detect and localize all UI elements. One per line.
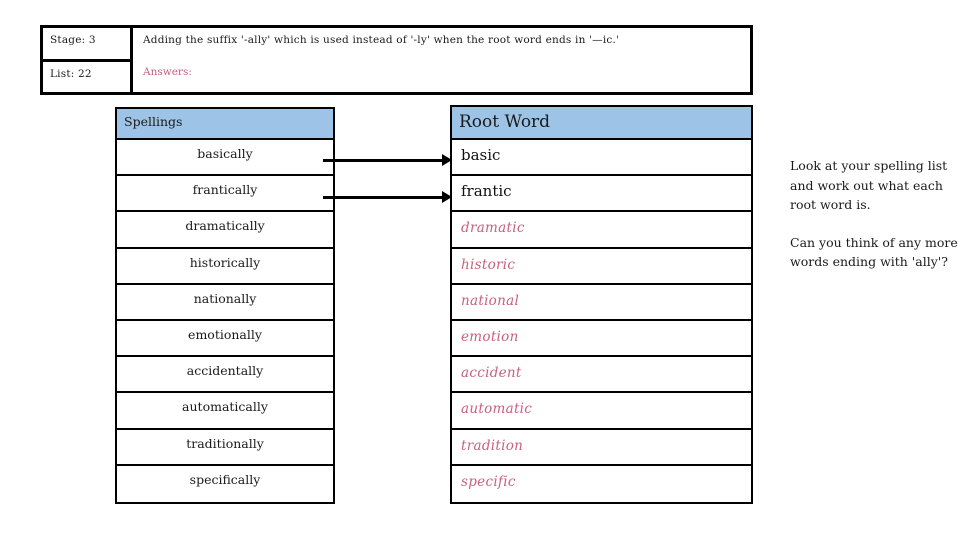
root-word-answer: national [461, 292, 520, 309]
root-word-row: frantic [452, 176, 751, 213]
spelling-row: frantically [117, 176, 333, 213]
root-word-row: national [452, 285, 751, 321]
rule-description: Adding the suffix '-ally' which is used … [143, 34, 620, 46]
answers-label: Answers: [143, 66, 192, 78]
header-left-column: Stage: 3 List: 22 [43, 28, 133, 92]
arrowhead-icon [442, 191, 452, 203]
spelling-row: specifically [189, 471, 261, 487]
arrowhead-icon [442, 154, 452, 166]
spelling-row: traditionally [117, 430, 333, 466]
root-word-answer: accident [461, 365, 522, 382]
spellings-table: Spellings basically frantically dramatic… [115, 107, 335, 504]
header-right-column: Adding the suffix '-ally' which is used … [133, 28, 750, 92]
root-word-row: historic [452, 249, 751, 285]
root-word-row: accident [452, 357, 751, 394]
root-word-given: frantic [461, 182, 512, 201]
spelling-row: basically [117, 140, 333, 177]
root-word-answer: specific [461, 473, 516, 490]
stage-label: Stage: 3 [43, 28, 130, 62]
side-instruction-2: Can you think of any more words ending w… [790, 234, 958, 270]
root-word-row: basic [452, 140, 751, 177]
spelling-row: historically [117, 249, 333, 285]
root-word-row: tradition [452, 430, 751, 466]
root-word-row: automatic [452, 393, 751, 430]
spellings-table-header: Spellings [117, 109, 333, 140]
root-word-answer: tradition [461, 437, 524, 454]
root-word-table: Root Word basic frantic dramatic histori… [450, 105, 753, 504]
root-word-row: specific [452, 466, 751, 502]
spelling-row: nationally [117, 285, 333, 321]
header-box: Stage: 3 List: 22 Adding the suffix '-al… [40, 25, 753, 95]
root-word-row: emotion [452, 321, 751, 358]
root-word-answer: emotion [461, 328, 519, 345]
arrow-basically-to-basic [323, 154, 452, 166]
root-word-given: basic [461, 146, 501, 164]
root-word-answer: historic [461, 256, 516, 273]
arrow-frantically-to-frantic [323, 191, 452, 203]
root-word-answer: automatic [461, 401, 533, 418]
side-instructions: Look at your spelling list and work out … [790, 156, 960, 272]
root-word-row: dramatic [452, 212, 751, 249]
spelling-row: dramatically [117, 212, 333, 249]
list-label: List: 22 [50, 67, 92, 80]
root-table-header: Root Word [452, 107, 751, 140]
root-word-answer: dramatic [461, 220, 525, 237]
spelling-row: accidentally [117, 357, 333, 394]
spelling-row: emotionally [117, 321, 333, 358]
spelling-row: automatically [117, 393, 333, 430]
side-instruction-1: Look at your spelling list and work out … [790, 158, 948, 212]
